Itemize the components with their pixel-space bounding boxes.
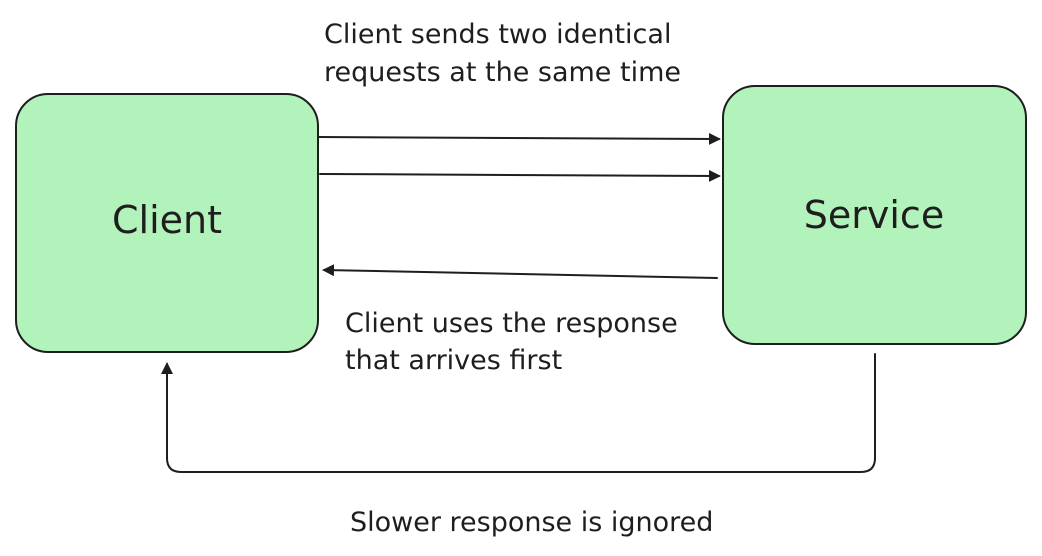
request-label-line-1: Client sends two identical <box>324 19 671 50</box>
service-label: Service <box>804 193 944 237</box>
request-arrow-1 <box>317 132 721 145</box>
request-arrow-2 <box>319 169 721 182</box>
client-label: Client <box>112 198 222 242</box>
fast-response-label-line-2: that arrives first <box>345 345 562 376</box>
client-box <box>15 93 319 353</box>
service-node: Service <box>722 85 1027 345</box>
request-label: Client sends two identical requests at t… <box>324 19 681 88</box>
client-node: Client <box>15 93 319 353</box>
slow-response-label: Slower response is ignored <box>350 507 713 538</box>
fast-response-arrow <box>322 264 718 279</box>
request-label-line-2: requests at the same time <box>324 57 681 88</box>
fast-response-label: Client uses the response that arrives fi… <box>345 308 678 376</box>
slow-response-arrow <box>161 353 876 473</box>
service-box <box>722 85 1027 345</box>
fast-response-label-line-1: Client uses the response <box>345 308 678 339</box>
